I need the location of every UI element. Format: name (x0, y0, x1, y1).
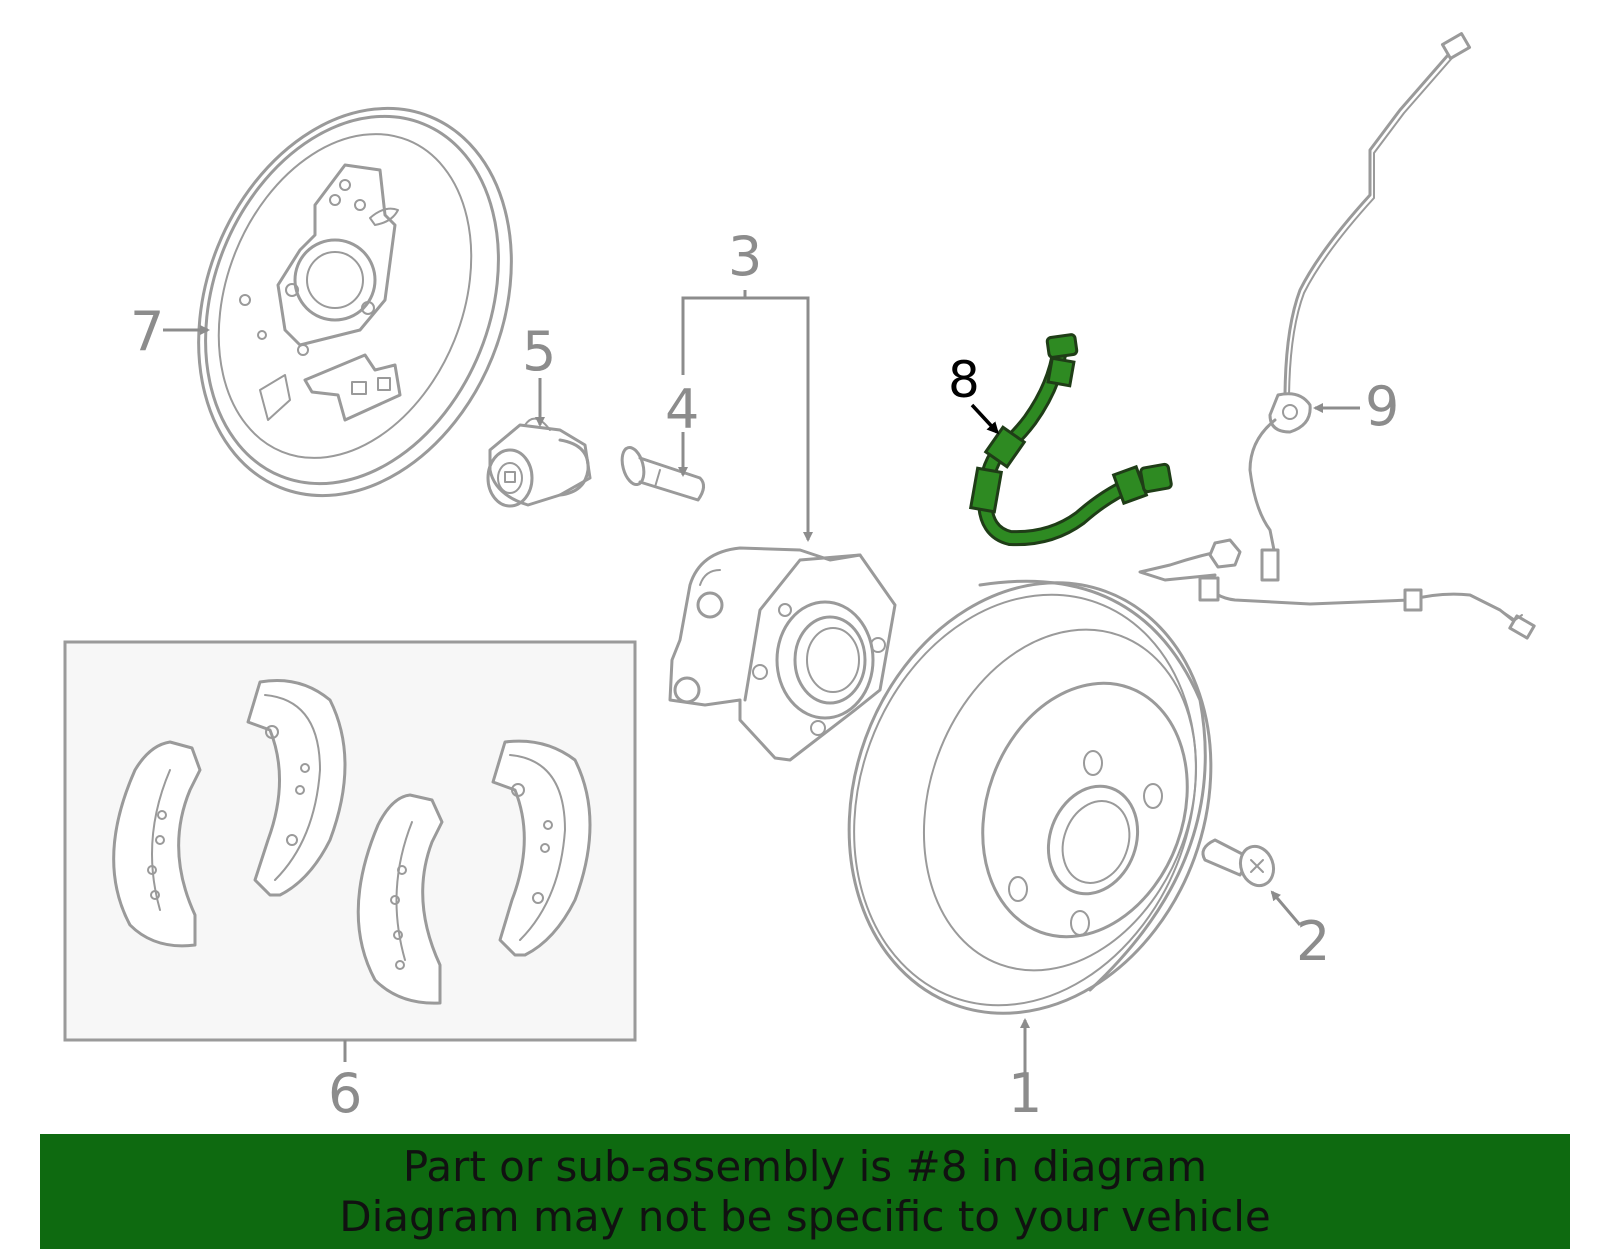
bolt-2-part (1201, 838, 1276, 888)
banner-line-1: Part or sub-assembly is #8 in diagram (402, 1142, 1208, 1191)
callout-3: 3 (728, 225, 762, 288)
callout-7: 7 (130, 300, 164, 363)
hub-bearing-part (668, 546, 897, 762)
wheel-cylinder-part (486, 417, 592, 508)
callout-1: 1 (1008, 1062, 1042, 1125)
callout-2: 2 (1296, 910, 1330, 973)
callout-4: 4 (665, 378, 699, 441)
callout-5: 5 (522, 320, 556, 383)
callout-9: 9 (1365, 375, 1399, 438)
brake-hose-part (968, 333, 1173, 547)
brake-shoes-part (63, 640, 637, 1042)
brake-drum-part (847, 579, 1213, 1015)
bolt-4-part (620, 445, 705, 502)
backing-plate-part (197, 106, 513, 498)
info-banner: Part or sub-assembly is #8 in diagram Di… (40, 1134, 1570, 1249)
leader-lines (163, 290, 1360, 1075)
abs-sensor-wire-part (1138, 32, 1536, 640)
callout-8: 8 (948, 351, 980, 409)
banner-line-2: Diagram may not be specific to your vehi… (339, 1192, 1271, 1241)
callout-6: 6 (328, 1062, 362, 1125)
